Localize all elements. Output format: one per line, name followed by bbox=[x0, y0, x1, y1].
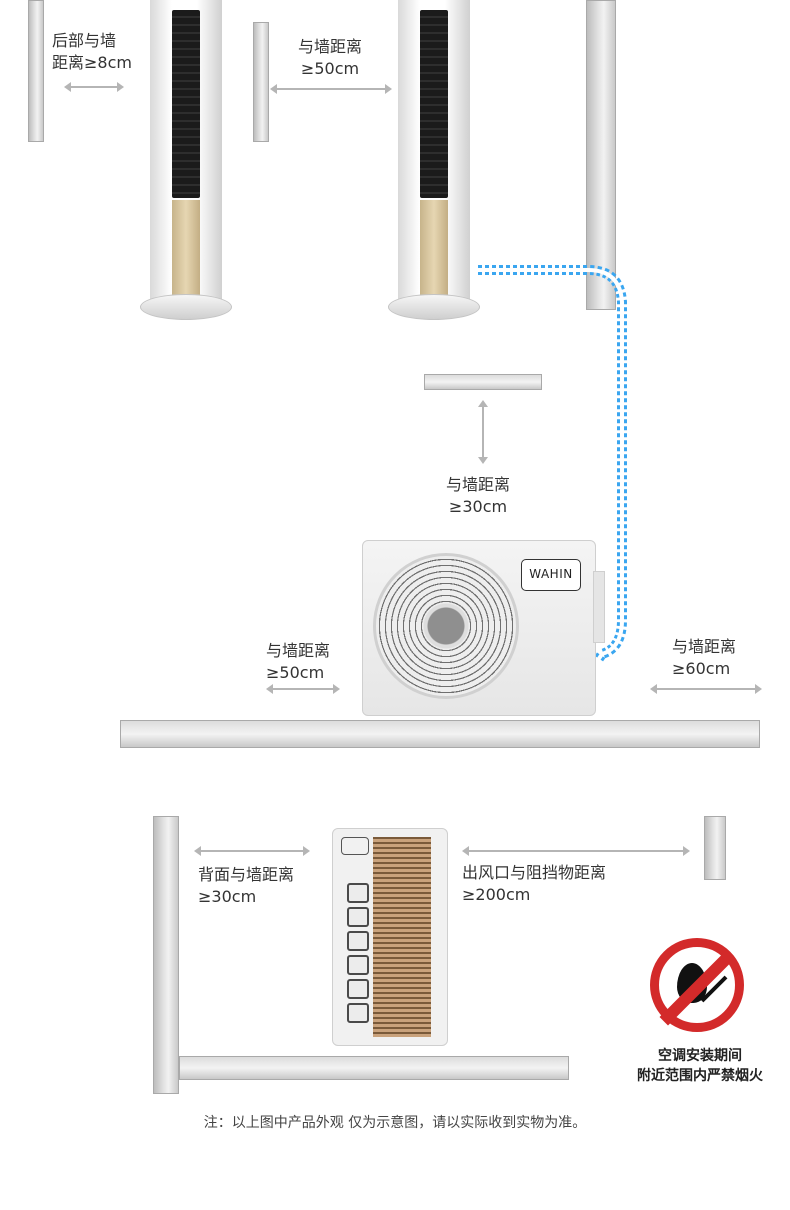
indoor-unit-left bbox=[150, 0, 222, 300]
indoor-unit-grille bbox=[420, 10, 448, 198]
refrigerant-pipe bbox=[478, 265, 627, 663]
top-gap-label: 与墙距离 ≥30cm bbox=[446, 475, 511, 516]
no-fire-icon bbox=[650, 938, 744, 1032]
rear-gap-label: 后部与墙 距离≥8cm bbox=[52, 31, 132, 72]
brand-logo: WAHIN bbox=[521, 559, 581, 591]
right-gap-label: 与墙距离 ≥60cm bbox=[672, 637, 737, 678]
condenser-coil bbox=[373, 837, 431, 1037]
obstacle-wall bbox=[704, 816, 726, 880]
left-gap-arrow bbox=[266, 684, 340, 694]
outlet-gap-arrow bbox=[462, 846, 690, 856]
fan-icon bbox=[373, 553, 519, 699]
ground-slab bbox=[120, 720, 760, 748]
indoor-unit-right bbox=[398, 0, 470, 300]
indoor-unit-panel bbox=[172, 200, 200, 296]
side-vent bbox=[347, 907, 369, 927]
exterior-wall bbox=[586, 0, 616, 310]
rear-gap-arrow bbox=[64, 82, 124, 92]
side-vent bbox=[347, 979, 369, 999]
indoor-unit-right-base bbox=[388, 294, 480, 320]
outlet-gap-label: 出风口与阻挡物距离 ≥200cm bbox=[462, 863, 607, 904]
floor-slab bbox=[179, 1056, 569, 1080]
prohibition-bar bbox=[659, 950, 735, 1026]
footnote: 注：以上图中产品外观 仅为示意图，请以实际收到实物为准。 bbox=[203, 1115, 587, 1131]
warning-caption: 空调安装期间 附近范围内严禁烟火 bbox=[637, 1048, 763, 1084]
side-gap-arrow bbox=[270, 84, 392, 94]
top-gap-arrow bbox=[478, 400, 488, 464]
side-vent bbox=[347, 883, 369, 903]
left-gap-label: 与墙距离 ≥50cm bbox=[266, 641, 331, 682]
outdoor-unit-side bbox=[332, 828, 448, 1046]
side-gap-label: 与墙距离 ≥50cm bbox=[298, 37, 363, 78]
indoor-unit-grille bbox=[172, 10, 200, 198]
handle bbox=[341, 837, 369, 855]
right-gap-arrow bbox=[650, 684, 762, 694]
side-vent bbox=[347, 955, 369, 975]
top-wall bbox=[424, 374, 542, 390]
side-vent bbox=[347, 931, 369, 951]
indoor-unit-panel bbox=[420, 200, 448, 296]
outdoor-unit-front: WAHIN bbox=[362, 540, 605, 725]
indoor-unit-left-base bbox=[140, 294, 232, 320]
side-wall-middle bbox=[253, 22, 269, 142]
back-wall bbox=[153, 816, 179, 1094]
rear-wall-left bbox=[28, 0, 44, 142]
back-gap-arrow bbox=[194, 846, 310, 856]
back-gap-label: 背面与墙距离 ≥30cm bbox=[198, 865, 295, 906]
side-vent bbox=[347, 1003, 369, 1023]
valve-cover bbox=[593, 571, 605, 643]
